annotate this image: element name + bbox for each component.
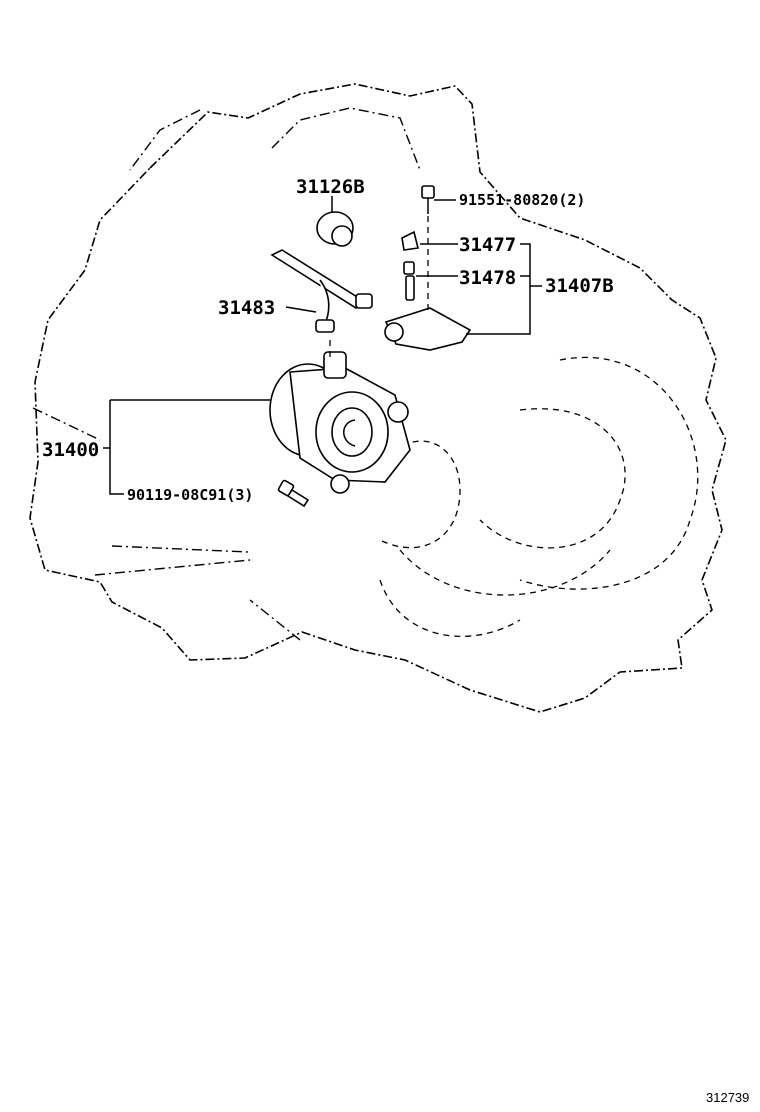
hose-drawing: [270, 249, 373, 360]
label-90119-08C91: 90119-08C91(3): [127, 486, 253, 504]
damper-drawing: [316, 211, 354, 247]
transmission-case-outline: [29, 83, 727, 713]
label-31478: 31478: [459, 267, 516, 289]
label-31400: 31400: [42, 439, 99, 461]
label-31477: 31477: [459, 234, 516, 256]
label-91551-80820: 91551-80820(2): [459, 191, 585, 209]
bolt-90119-drawing: [277, 479, 310, 508]
label-31407B: 31407B: [545, 275, 614, 297]
leader-lines: [103, 196, 542, 495]
label-31126B: 31126B: [296, 176, 365, 198]
bell-housing-curves: [379, 356, 699, 638]
union-drawing: [384, 185, 472, 351]
figure-id: 312739: [706, 1090, 749, 1105]
label-31483: 31483: [218, 297, 275, 319]
release-cylinder-drawing: [269, 351, 411, 494]
